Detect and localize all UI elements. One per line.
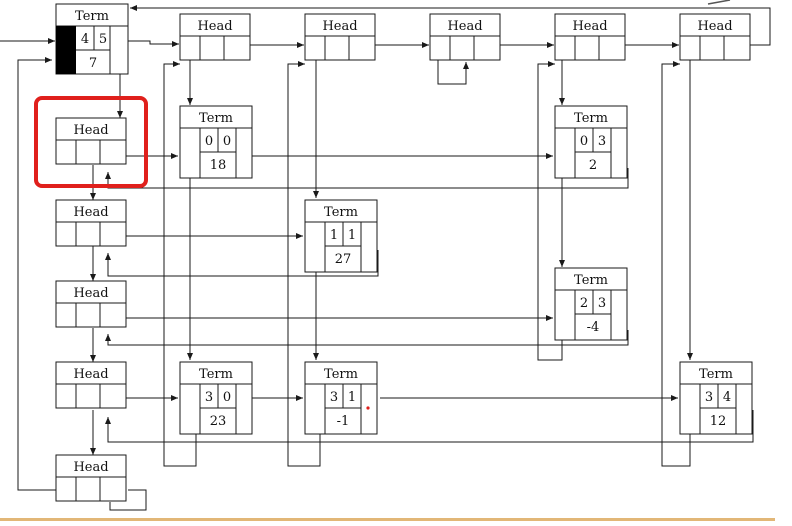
term-node-t30-title: Term xyxy=(199,367,233,382)
link-lines xyxy=(0,5,771,511)
bottom-rule xyxy=(0,518,775,521)
column-head-2: Head xyxy=(429,13,501,61)
term-node-t00-col: 0 xyxy=(223,134,231,149)
term-node-t31-value: -1 xyxy=(337,414,350,429)
term-node-t03-title: Term xyxy=(574,111,608,126)
column-head-3-title: Head xyxy=(572,19,607,34)
highlight-box xyxy=(34,96,148,188)
term-node-t00-value: 18 xyxy=(210,158,227,173)
row-head-1-title: Head xyxy=(73,205,108,220)
term-node-t34-title: Term xyxy=(699,367,733,382)
column-head-0: Head xyxy=(179,13,251,61)
term-node-t30-value: 23 xyxy=(210,414,227,429)
term-node-t34-value: 12 xyxy=(710,414,727,429)
column-head-4-title: Head xyxy=(697,19,732,34)
term-node-t31-row: 3 xyxy=(330,390,338,405)
term-node-t11-row: 1 xyxy=(330,228,338,243)
term-node-t00-title: Term xyxy=(199,111,233,126)
term-node-t30-col: 0 xyxy=(223,390,231,405)
row-head-3: Head xyxy=(55,361,127,409)
term-node-t23-row: 2 xyxy=(580,296,588,311)
annotation-dot xyxy=(366,406,370,410)
column-head-3: Head xyxy=(554,13,626,61)
term-node-t23-value: -4 xyxy=(587,320,600,335)
corner-stroke xyxy=(707,0,731,5)
column-head-1: Head xyxy=(304,13,376,61)
term-node-t34-col: 4 xyxy=(723,390,731,405)
entry-marker xyxy=(56,26,76,74)
column-head-1-title: Head xyxy=(322,19,357,34)
entry-col: 5 xyxy=(99,32,107,47)
term-node-t23-title: Term xyxy=(574,273,608,288)
row-head-1: Head xyxy=(55,199,127,247)
row-head-0-title: Head xyxy=(73,123,108,138)
column-head-4: Head xyxy=(679,13,751,61)
term-node-t11-title: Term xyxy=(324,205,358,220)
term-node-t00-row: 0 xyxy=(205,134,213,149)
term-node-t11-col: 1 xyxy=(348,228,356,243)
row-head-2: Head xyxy=(55,280,127,328)
column-head-0-title: Head xyxy=(197,19,232,34)
row-head-last-title: Head xyxy=(73,460,108,475)
column-head-2-title: Head xyxy=(447,19,482,34)
term-node-t31-title: Term xyxy=(324,367,358,382)
entry-value: 7 xyxy=(89,56,97,71)
term-node-t03-row: 0 xyxy=(580,134,588,149)
row-head-2-title: Head xyxy=(73,286,108,301)
term-node-t03-col: 3 xyxy=(598,134,606,149)
row-head-last: Head xyxy=(55,454,127,502)
term-node-t31-col: 1 xyxy=(348,390,356,405)
term-node-t30-row: 3 xyxy=(205,390,213,405)
entry-title: Term xyxy=(75,9,109,24)
term-node-t34-row: 3 xyxy=(705,390,713,405)
term-node-t23-col: 3 xyxy=(598,296,606,311)
row-head-0: Head xyxy=(55,117,127,165)
row-head-3-title: Head xyxy=(73,367,108,382)
term-node-t11-value: 27 xyxy=(335,252,352,267)
entry-row: 4 xyxy=(81,32,89,47)
term-node-t03-value: 2 xyxy=(589,158,597,173)
